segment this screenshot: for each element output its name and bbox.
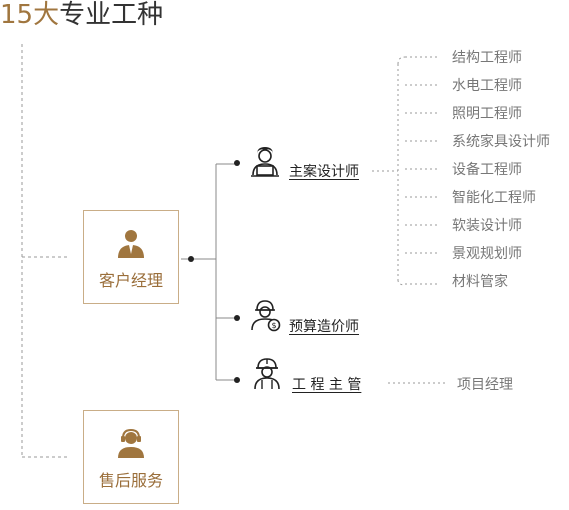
- svg-text:$: $: [271, 321, 276, 330]
- manager-connector-dot: [188, 256, 194, 262]
- foreman-label: 工 程 主 管: [292, 377, 362, 393]
- specialist-item: 景观规划师: [452, 246, 522, 262]
- specialist-item: 智能化工程师: [452, 190, 536, 206]
- account-manager-label: 客户经理: [98, 271, 163, 290]
- page-title: 15大专业工种: [0, 0, 163, 30]
- lead-designer-label: 主案设计师: [289, 164, 359, 180]
- specialist-item: 结构工程师: [452, 50, 522, 66]
- specialist-item: 设备工程师: [452, 162, 522, 178]
- budget-estimator-label: 预算造价师: [289, 319, 359, 335]
- manager-icon: [118, 230, 144, 258]
- specialist-top-curve: [397, 56, 406, 65]
- title-text: 专业工种: [59, 0, 164, 30]
- specialist-item: 水电工程师: [452, 78, 522, 94]
- lead-designer-node[interactable]: 主案设计师: [248, 144, 378, 184]
- specialist-bottom-curve: [397, 279, 406, 286]
- specialist-item: 材料管家: [452, 274, 508, 290]
- title-number: 15大: [0, 0, 60, 30]
- project-manager-item: 项目经理: [457, 377, 513, 393]
- foreman-dot: [234, 377, 240, 383]
- estimator-coin-icon: $: [251, 300, 281, 332]
- designer-dot: [234, 160, 240, 166]
- hardhat-worker-icon: [254, 358, 280, 390]
- specialist-item: 系统家具设计师: [452, 134, 550, 150]
- specialist-ticks: [405, 56, 440, 285]
- headset-agent-icon: [118, 428, 144, 458]
- after-sales-box[interactable]: 售后服务: [83, 410, 179, 504]
- account-manager-box[interactable]: 客户经理: [83, 210, 179, 304]
- designer-laptop-icon: [251, 147, 279, 177]
- budget-estimator-node[interactable]: $ 预算造价师: [248, 298, 378, 338]
- estimator-dot: [234, 315, 240, 321]
- specialist-item: 软装设计师: [452, 218, 522, 234]
- after-sales-label: 售后服务: [98, 471, 163, 490]
- specialist-item: 照明工程师: [452, 106, 522, 122]
- foreman-node[interactable]: 工 程 主 管: [250, 356, 380, 396]
